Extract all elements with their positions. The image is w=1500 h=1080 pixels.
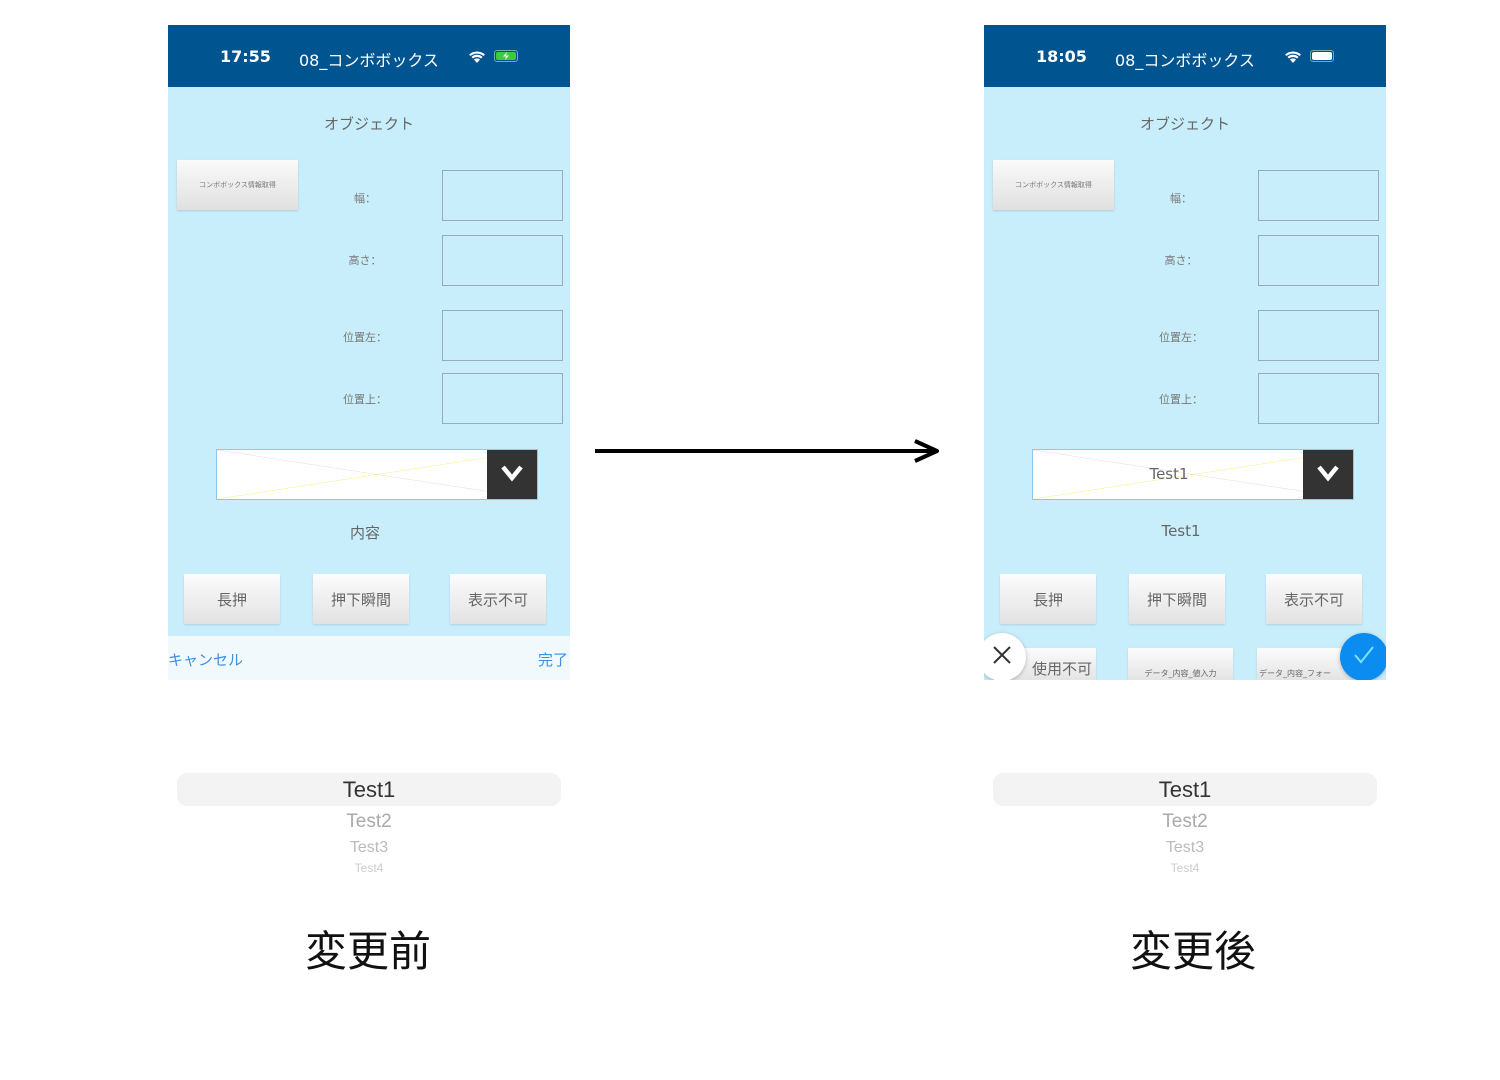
arrow-right-icon <box>595 439 939 463</box>
status-time: 17:55 <box>220 47 271 66</box>
picker-selection-highlight <box>177 773 561 806</box>
content-label: Test1 <box>1161 522 1201 540</box>
phone-screen: 17:55 08_コンボボックスオブジェクトコンボボックス情報取得幅： 高さ： 位置左… <box>168 25 570 680</box>
picker-selection-highlight <box>993 773 1377 806</box>
combobox-dropdown-button[interactable] <box>487 450 537 499</box>
height-input[interactable] <box>1258 235 1379 286</box>
page-title: オブジェクト <box>1139 115 1230 133</box>
picker-toolbar: キャンセル 完了 <box>168 636 570 680</box>
top-input[interactable] <box>1258 373 1379 424</box>
content-label: 内容 <box>349 524 380 542</box>
combobox-dropdown-button[interactable] <box>1303 450 1353 499</box>
chevron-down-icon <box>1316 464 1340 486</box>
height-input[interactable] <box>442 235 563 286</box>
get-combobox-info-button[interactable]: コンボボックス情報取得 <box>177 160 298 210</box>
top-input[interactable] <box>442 373 563 424</box>
close-icon <box>992 645 1012 669</box>
combobox[interactable] <box>216 449 538 500</box>
width-input[interactable] <box>442 170 563 221</box>
cancel-button[interactable]: キャンセル <box>168 651 244 669</box>
picker-item[interactable]: Test1 <box>342 777 396 802</box>
status-bar: 18:05 08_コンボボックス <box>984 25 1386 87</box>
width-label: 幅： <box>1170 192 1192 205</box>
left-input[interactable] <box>1258 310 1379 361</box>
status-time: 18:05 <box>1036 47 1087 66</box>
combobox-value: Test1 <box>1149 465 1189 483</box>
confirm-button[interactable] <box>1340 633 1386 680</box>
picker-item[interactable]: Test2 <box>1162 811 1208 832</box>
panel-caption: 変更前 <box>304 927 431 976</box>
height-label: 高さ： <box>1164 254 1198 267</box>
wifi-icon <box>468 49 486 63</box>
page-title: オブジェクト <box>323 115 414 133</box>
close-button[interactable] <box>984 633 1026 680</box>
picker-item[interactable]: Test2 <box>346 811 392 832</box>
status-bar: 17:55 08_コンボボックス <box>168 25 570 87</box>
app-title: 08_コンボボックス <box>299 51 439 70</box>
action-button[interactable]: 押下瞬間 <box>313 574 409 624</box>
app-title: 08_コンボボックス <box>1115 51 1255 70</box>
action-button[interactable]: 長押 <box>184 574 280 624</box>
combobox[interactable]: Test1 <box>1032 449 1354 500</box>
done-button[interactable]: 完了 <box>537 651 568 669</box>
picker-item[interactable]: Test4 <box>354 861 384 875</box>
top-label: 位置上： <box>343 393 387 406</box>
left-label: 位置左： <box>1159 331 1203 344</box>
panel-caption: 変更後 <box>1129 927 1256 976</box>
battery-level <box>1312 52 1332 60</box>
action-button[interactable]: 長押 <box>1000 574 1096 624</box>
check-icon <box>1353 645 1375 669</box>
battery-level <box>496 52 516 60</box>
picker-item[interactable]: Test3 <box>1165 839 1205 856</box>
wifi-icon <box>1284 49 1302 63</box>
chevron-down-icon <box>500 464 524 486</box>
get-combobox-info-button[interactable]: コンボボックス情報取得 <box>993 160 1114 210</box>
battery-icon <box>1310 50 1334 62</box>
width-label: 幅： <box>354 192 376 205</box>
picker-item[interactable]: Test4 <box>1170 861 1200 875</box>
picker-item[interactable]: Test3 <box>349 839 389 856</box>
phone-screen: 18:05 08_コンボボックスオブジェクトコンボボックス情報取得幅： 高さ： 位置左… <box>984 25 1386 680</box>
top-label: 位置上： <box>1159 393 1203 406</box>
action-button[interactable]: データ_内容_値入力 <box>1128 648 1233 680</box>
action-button[interactable]: 表示不可 <box>450 574 546 624</box>
left-input[interactable] <box>442 310 563 361</box>
action-button[interactable]: 表示不可 <box>1266 574 1362 624</box>
height-label: 高さ： <box>348 254 382 267</box>
battery-icon <box>494 50 518 62</box>
combobox-decoration <box>217 450 537 499</box>
left-label: 位置左： <box>343 331 387 344</box>
picker-item[interactable]: Test1 <box>1158 777 1212 802</box>
action-button[interactable]: 押下瞬間 <box>1129 574 1225 624</box>
width-input[interactable] <box>1258 170 1379 221</box>
combobox-decoration <box>1033 450 1353 499</box>
